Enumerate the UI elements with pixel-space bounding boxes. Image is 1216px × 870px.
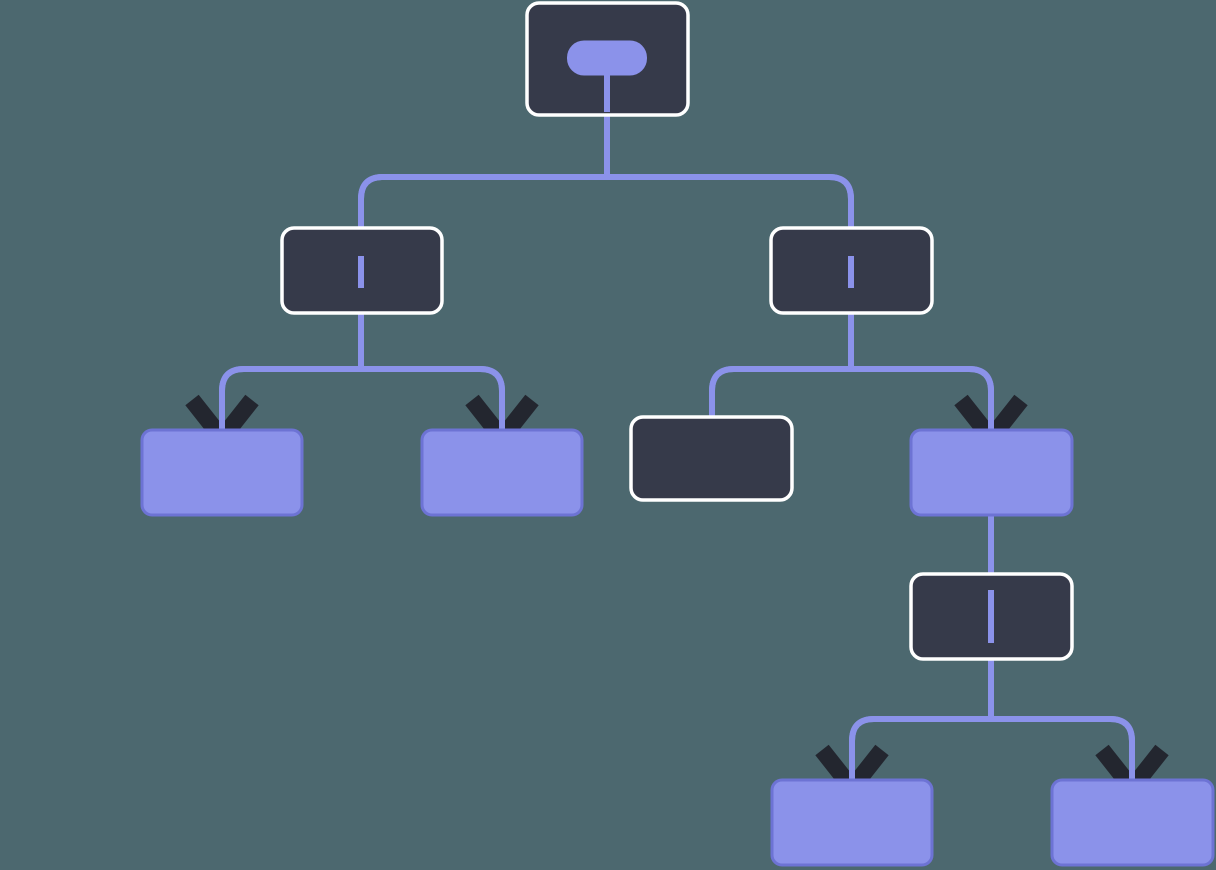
node-marker-pill-root — [567, 40, 647, 76]
edge-overlay-l4-to-l5-a — [849, 716, 991, 799]
node-l5-a[interactable] — [770, 778, 934, 867]
node-l5-b[interactable] — [1050, 778, 1215, 867]
edge-overlay-l2-left-to-l3-a — [219, 366, 361, 449]
edge-overlay-l2-right-to-l3-d — [851, 366, 994, 449]
edge-bus1-to-l2-left — [358, 174, 607, 228]
node-markers-layer — [358, 40, 994, 643]
edge-l2-right-to-l3-c — [709, 366, 851, 417]
node-l3-d[interactable] — [909, 428, 1074, 517]
edge-bus1-to-l2-right — [607, 174, 854, 228]
node-l3-b[interactable] — [420, 428, 584, 517]
edges-top-layer — [219, 112, 1135, 799]
node-l3-c[interactable] — [629, 415, 794, 502]
edge-overlay-bus1-to-l2-right — [607, 174, 854, 228]
edge-overlay-l2-right-to-l3-c — [709, 366, 851, 417]
nodes-layer — [140, 1, 1215, 867]
edge-overlay-bus1-to-l2-left — [358, 174, 607, 228]
edge-overlay-l4-to-l5-b — [991, 716, 1135, 799]
node-l3-a[interactable] — [140, 428, 304, 517]
edge-overlay-l2-left-to-l3-b — [361, 366, 505, 449]
